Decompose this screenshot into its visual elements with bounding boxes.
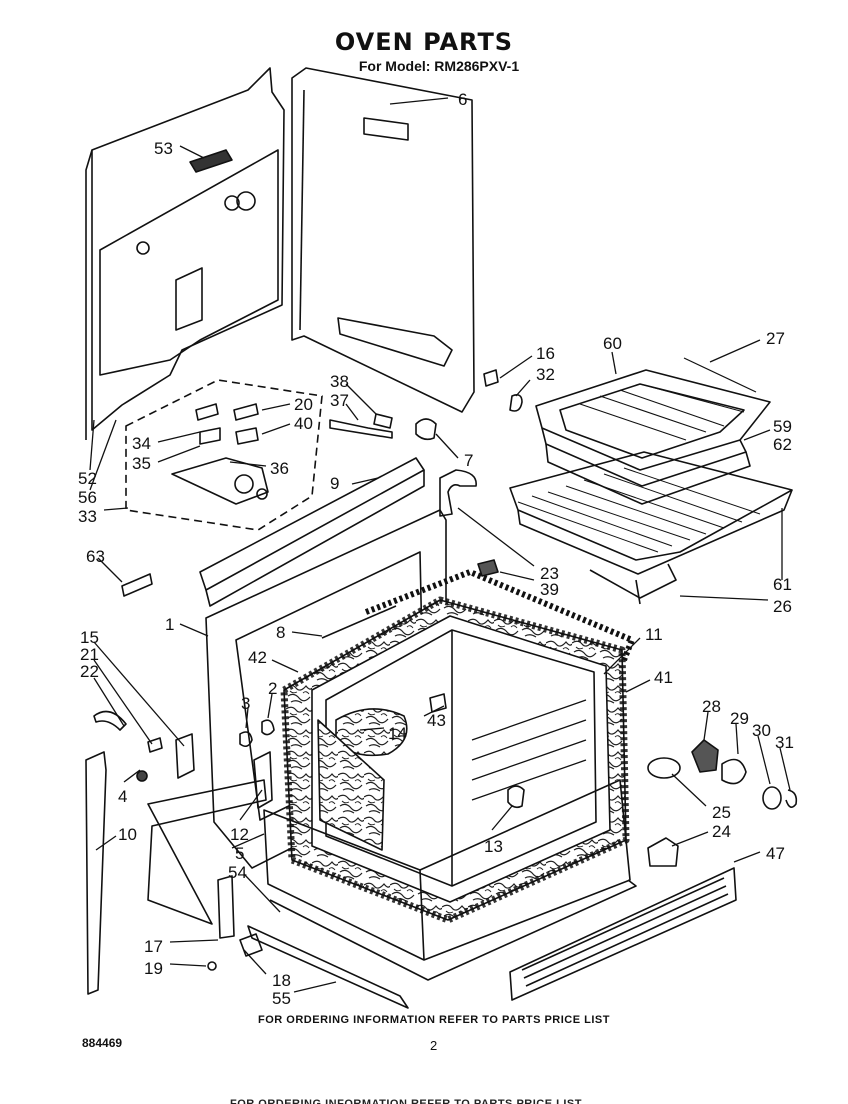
- callout-3: 3: [241, 694, 250, 713]
- callout-28: 28: [702, 697, 721, 716]
- page-title: OVEN PARTS: [334, 28, 514, 56]
- callout-53: 53: [154, 139, 173, 158]
- callout-6: 6: [458, 90, 467, 109]
- hinge-spring: [93, 710, 127, 731]
- callout-21: 21: [80, 645, 99, 664]
- callout-61: 61: [773, 575, 792, 594]
- hinge-receiver: [253, 751, 273, 809]
- callout-23: 23: [540, 564, 559, 583]
- callout-4: 4: [118, 787, 127, 806]
- grommet-3: [239, 731, 253, 748]
- model-subtitle: For Model: RM286PXV-1: [358, 58, 520, 74]
- callout-11: 11: [645, 625, 663, 644]
- callout-43: 43: [427, 711, 446, 730]
- switch-assembly: [125, 379, 323, 531]
- callout-29: 29: [730, 709, 749, 728]
- clip-7: [415, 418, 437, 441]
- callout-52: 52: [78, 469, 97, 488]
- clip-38: [373, 413, 393, 429]
- callout-55: 55: [272, 989, 291, 1008]
- bracket-37: [329, 419, 393, 439]
- callout-5: 5: [235, 844, 244, 863]
- callout-62: 62: [773, 435, 792, 454]
- callout-12: 12: [230, 825, 249, 844]
- callout-33: 33: [78, 507, 97, 526]
- callout-39: 39: [540, 580, 559, 599]
- side-trim: [85, 751, 107, 995]
- callout-56: 56: [78, 488, 97, 507]
- callout-13: 13: [484, 837, 503, 856]
- callout-25: 25: [712, 803, 731, 822]
- callout-38: 38: [330, 372, 349, 391]
- socket-39: [477, 559, 499, 577]
- callout-20: 20: [294, 395, 313, 414]
- callout-35: 35: [132, 454, 151, 473]
- callout-42: 42: [248, 648, 267, 667]
- callout-8: 8: [276, 623, 285, 642]
- callout-19: 19: [144, 959, 163, 978]
- callout-37: 37: [330, 391, 349, 410]
- callout-10: 10: [118, 825, 137, 844]
- bottom-trim-55: [247, 925, 409, 1009]
- bulb-2: [261, 719, 275, 736]
- callout-9: 9: [330, 474, 339, 493]
- hinge-bracket: [175, 733, 195, 779]
- element-43: [429, 693, 447, 713]
- terminal-block: [189, 149, 233, 173]
- callout-1: 1: [165, 615, 174, 634]
- callout-16: 16: [536, 344, 555, 363]
- callout-7: 7: [464, 451, 473, 470]
- callout-59: 59: [773, 417, 792, 436]
- ordering-note: FOR ORDERING INFORMATION REFER TO PARTS …: [258, 1014, 610, 1026]
- rod-8: [321, 605, 397, 639]
- bottom-panel: [263, 779, 637, 981]
- callout-31: 31: [775, 733, 794, 752]
- rear-panel: [85, 67, 285, 440]
- callout-41: 41: [654, 668, 673, 687]
- callout-54: 54: [228, 863, 247, 882]
- oven-light-assembly: [647, 739, 798, 810]
- leveling-leg: [647, 837, 679, 867]
- bracket-63: [121, 573, 153, 597]
- callout-17: 17: [144, 937, 163, 956]
- light-socket-13: [507, 785, 525, 809]
- callout-32: 32: [536, 365, 555, 384]
- callout-36: 36: [270, 459, 289, 478]
- callout-24: 24: [712, 822, 731, 841]
- broil-pan-and-racks: [509, 357, 793, 605]
- callout-34: 34: [132, 434, 151, 453]
- callout-63: 63: [86, 547, 105, 566]
- callout-18: 18: [272, 971, 291, 990]
- callout-47: 47: [766, 844, 785, 863]
- page-number: 2: [430, 1038, 438, 1053]
- gasket-32: [509, 394, 523, 412]
- callout-2: 2: [268, 679, 277, 698]
- top-gasket: [364, 569, 635, 662]
- callout-30: 30: [752, 721, 771, 740]
- document-number: 884469: [82, 1036, 123, 1050]
- bottom-cut-text: FOR ORDERING INFORMATION REFER TO PARTS …: [230, 1098, 582, 1104]
- callout-15: 15: [80, 628, 99, 647]
- callout-60: 60: [603, 334, 622, 353]
- callout-26: 26: [773, 597, 792, 616]
- callout-27: 27: [766, 329, 785, 348]
- outer-wrapper-panel: [291, 67, 475, 413]
- callout-14: 14: [388, 724, 407, 743]
- vent-tube: [439, 469, 477, 517]
- front-grille: [509, 867, 737, 1001]
- oven-cavity-liner: [283, 599, 627, 921]
- hinge-nut: [136, 770, 148, 782]
- callout-40: 40: [294, 414, 313, 433]
- top-frame: [199, 457, 425, 607]
- callout-22: 22: [80, 662, 99, 681]
- hinge-pin: [147, 737, 163, 753]
- small-bracket-16: [483, 369, 499, 387]
